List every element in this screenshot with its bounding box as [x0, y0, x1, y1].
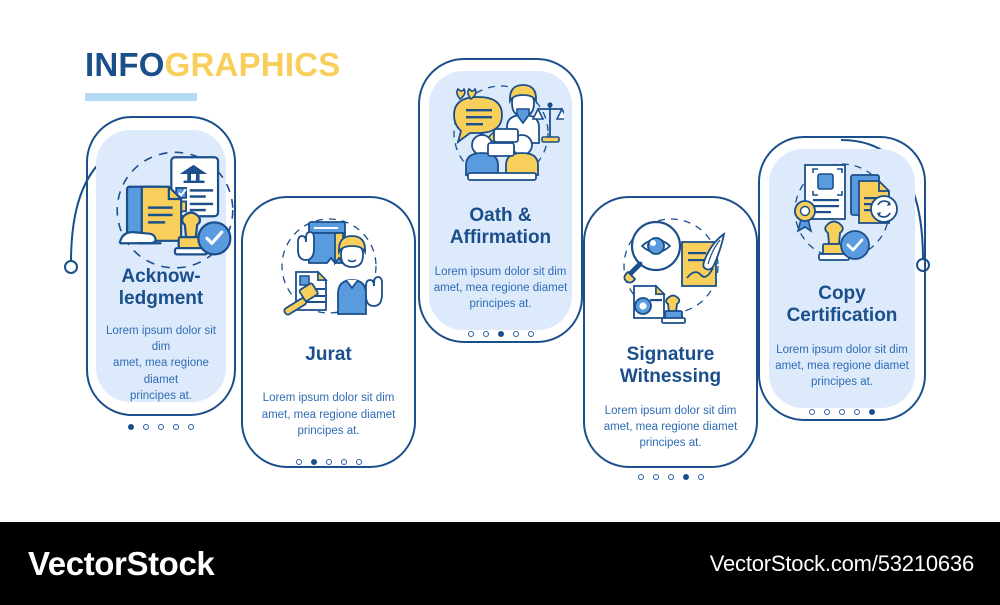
step-body-text: Lorem ipsum dolor sit dim amet, mea regi… — [106, 324, 216, 403]
step-body-text: Lorem ipsum dolor sit dim amet, mea regi… — [261, 392, 396, 438]
vectorstock-url: VectorStock.com/53210636 — [709, 550, 974, 576]
step-outline-shell — [418, 58, 583, 343]
title-text: INFOGRAPHICS — [85, 48, 340, 81]
book-oath-gavel-raised-hand-icon — [268, 210, 390, 326]
step-column-copy-certification[interactable]: Copy Certification Lorem ipsum dolor sit… — [758, 136, 926, 421]
step-card[interactable]: Signature Witnessing Lorem ipsum dolor s… — [593, 208, 748, 480]
step-column-acknowledgment[interactable]: Acknow- ledgment Lorem ipsum dolor sit d… — [86, 116, 236, 431]
step-card[interactable]: Oath & Affirmation Lorem ipsum dolor sit… — [429, 71, 572, 337]
speech-bubble-scales-meeting-icon — [438, 77, 564, 193]
infographic-canvas: INFOGRAPHICS — [64, 48, 930, 480]
title-part-info: INFO — [85, 46, 165, 83]
dot[interactable] — [869, 408, 875, 415]
step-title: Signature Witnessing — [619, 344, 722, 388]
step-outline-shell — [241, 196, 416, 468]
watermark-footer: VectorStock VectorStock.com/53210636 — [0, 522, 1000, 605]
step-progress-dots[interactable] — [467, 330, 534, 337]
step-card[interactable]: Acknow- ledgment Lorem ipsum dolor sit d… — [96, 130, 234, 431]
dot[interactable] — [527, 330, 534, 337]
dot[interactable] — [355, 459, 362, 466]
dot[interactable] — [295, 459, 302, 466]
document-in-hand-checklist-stamp-icon — [100, 140, 234, 269]
dot[interactable] — [325, 459, 332, 466]
step-title: Copy Certification — [786, 283, 898, 327]
dot[interactable] — [467, 330, 474, 337]
certificate-seal-copies-stamp-check-icon — [779, 153, 905, 273]
dot[interactable] — [667, 473, 674, 480]
dot[interactable] — [143, 424, 149, 431]
dot[interactable] — [809, 408, 815, 415]
dot[interactable] — [497, 330, 504, 337]
step-column-jurat[interactable]: Jurat Lorem ipsum dolor sit dim amet, me… — [241, 196, 416, 468]
page-title: INFOGRAPHICS — [85, 48, 340, 101]
step-outline-shell — [758, 136, 926, 421]
step-progress-dots[interactable] — [128, 424, 194, 431]
dot[interactable] — [482, 330, 489, 337]
dot[interactable] — [512, 330, 519, 337]
title-underline-rule — [85, 93, 197, 101]
step-title: Oath & Affirmation — [449, 205, 552, 249]
dot[interactable] — [128, 424, 134, 431]
dot[interactable] — [652, 473, 659, 480]
dot[interactable] — [340, 459, 347, 466]
step-card[interactable]: Copy Certification Lorem ipsum dolor sit… — [769, 149, 915, 415]
vectorstock-logo: VectorStock — [28, 544, 215, 582]
title-part-graphics: GRAPHICS — [164, 46, 341, 83]
magnifier-eye-quill-stamp-icon — [610, 210, 732, 326]
step-body-text: Lorem ipsum dolor sit dim amet, mea regi… — [603, 404, 738, 450]
dot[interactable] — [697, 473, 704, 480]
dot[interactable] — [839, 408, 845, 415]
step-title: Jurat — [305, 344, 352, 365]
step-progress-dots[interactable] — [809, 408, 875, 415]
step-progress-dots[interactable] — [637, 473, 704, 480]
dot[interactable] — [310, 459, 317, 466]
step-column-oath-affirmation[interactable]: Oath & Affirmation Lorem ipsum dolor sit… — [418, 58, 583, 343]
step-progress-dots[interactable] — [295, 459, 362, 466]
dot[interactable] — [188, 424, 194, 431]
dot[interactable] — [637, 473, 644, 480]
dot[interactable] — [854, 408, 860, 415]
dot[interactable] — [824, 408, 830, 415]
step-body-text: Lorem ipsum dolor sit dim amet, mea regi… — [433, 265, 568, 311]
step-card[interactable]: Jurat Lorem ipsum dolor sit dim amet, me… — [251, 208, 406, 466]
dot[interactable] — [682, 473, 689, 480]
step-title: Acknow- ledgment — [118, 266, 204, 310]
step-column-signature-witnessing[interactable]: Signature Witnessing Lorem ipsum dolor s… — [583, 196, 758, 480]
dot[interactable] — [158, 424, 164, 431]
dot[interactable] — [173, 424, 179, 431]
step-outline-shell — [86, 116, 236, 416]
step-body-text: Lorem ipsum dolor sit dim amet, mea regi… — [775, 343, 909, 389]
step-outline-shell — [583, 196, 758, 468]
